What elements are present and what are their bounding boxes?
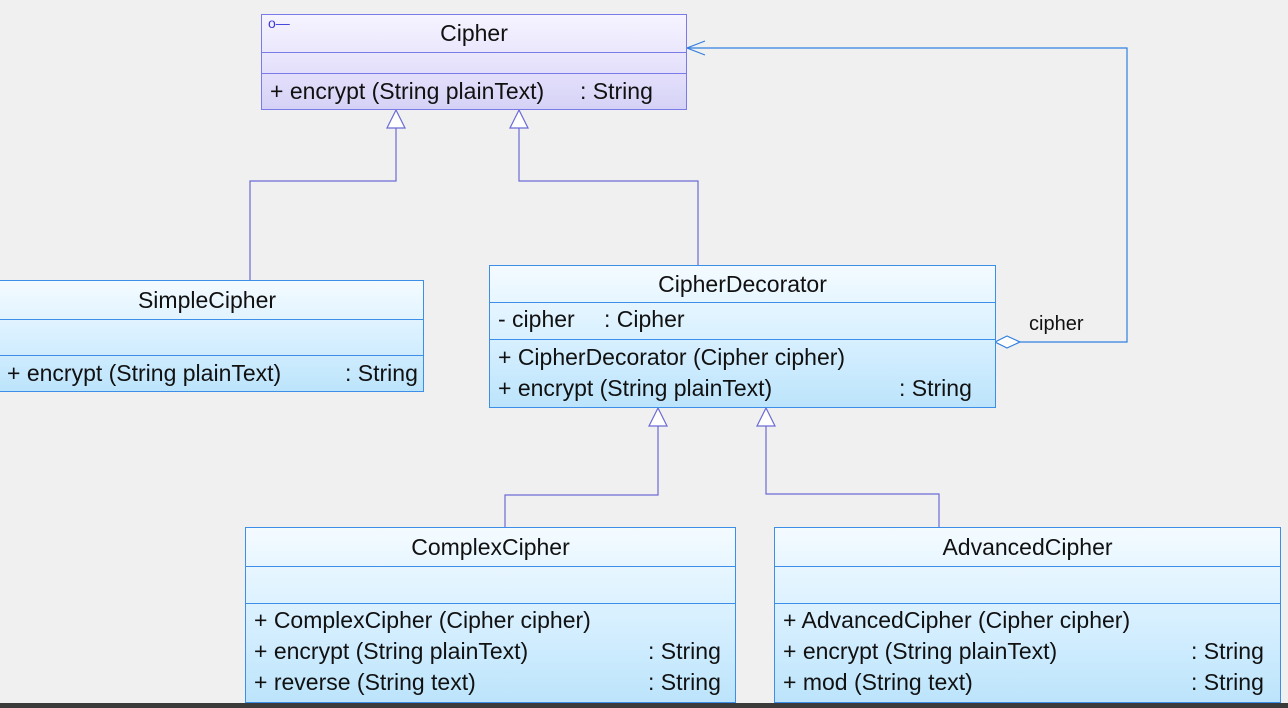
operation-row: + encrypt (String plainText) : String (7, 358, 423, 389)
operation-signature: + encrypt (String plainText) (254, 638, 529, 664)
operation-signature: + ComplexCipher (Cipher cipher) (254, 607, 591, 633)
class-header: CipherDecorator (490, 266, 995, 302)
operation-signature: + mod (String text) (783, 669, 973, 695)
operation-return-type: : String (899, 375, 972, 401)
class-name: CipherDecorator (658, 271, 827, 297)
class-name: ComplexCipher (411, 534, 570, 560)
class-box-complexcipher[interactable]: ComplexCipher + ComplexCipher (Cipher ci… (245, 527, 736, 703)
operation-return-type: : String (648, 638, 721, 664)
class-header: SimpleCipher (0, 281, 423, 319)
operations-compartment: + ComplexCipher (Cipher cipher) + encryp… (246, 603, 735, 702)
association-role-label: cipher (1029, 313, 1084, 335)
generalization-line-advancedcipher (765, 426, 940, 527)
generalization-line-complexcipher (504, 426, 659, 527)
class-header: ComplexCipher (246, 528, 735, 566)
class-name: AdvancedCipher (942, 534, 1113, 560)
realization-arrowhead-cipherdecorator (509, 108, 529, 129)
attributes-compartment (0, 319, 423, 355)
operation-return-type: : String (580, 78, 653, 104)
window-bottom-bar (0, 703, 1288, 708)
operations-compartment: + encrypt (String plainText) : String (262, 73, 686, 109)
operation-row: + AdvancedCipher (Cipher cipher) (783, 605, 1280, 636)
interface-lollipop-icon: o— (268, 15, 290, 31)
class-box-simplecipher[interactable]: SimpleCipher + encrypt (String plainText… (0, 280, 424, 392)
generalization-arrowhead-complexcipher (648, 406, 668, 427)
aggregation-line (687, 47, 1128, 343)
operation-return-type: : String (1191, 669, 1264, 695)
attributes-compartment (246, 566, 735, 603)
operation-return-type: : String (345, 360, 418, 386)
realization-arrowhead-simplecipher (386, 108, 406, 129)
attributes-compartment (775, 566, 1280, 603)
operations-compartment: + AdvancedCipher (Cipher cipher) + encry… (775, 603, 1280, 702)
operations-compartment: + encrypt (String plainText) : String (0, 355, 423, 391)
operation-row: + encrypt (String plainText) : String (498, 373, 995, 404)
realization-line-cipherdecorator (518, 128, 699, 265)
operations-compartment: + CipherDecorator (Cipher cipher) + encr… (490, 339, 995, 407)
operation-row: + reverse (String text) : String (254, 667, 735, 698)
class-name: SimpleCipher (137, 287, 277, 313)
class-box-advancedcipher[interactable]: AdvancedCipher + AdvancedCipher (Cipher … (774, 527, 1281, 703)
operation-signature: + encrypt (String plainText) (7, 360, 282, 386)
operation-row: + encrypt (String plainText) : String (783, 636, 1280, 667)
aggregation-open-arrowhead (685, 40, 706, 56)
attributes-compartment (262, 52, 686, 73)
operation-row: + mod (String text) : String (783, 667, 1280, 698)
realization-line-simplecipher (249, 128, 397, 280)
operation-signature: + encrypt (String plainText) (783, 638, 1058, 664)
operation-row: + encrypt (String plainText) : String (270, 76, 686, 107)
operation-signature: + reverse (String text) (254, 669, 476, 695)
class-box-cipher[interactable]: o— Cipher + encrypt (String plainText) :… (261, 14, 687, 110)
operation-signature: + AdvancedCipher (Cipher cipher) (783, 607, 1131, 633)
class-header: o— Cipher (262, 15, 686, 52)
aggregation-diamond (993, 335, 1022, 349)
operation-signature: + CipherDecorator (Cipher cipher) (498, 344, 846, 370)
operation-return-type: : String (1191, 638, 1264, 664)
attribute-type: : Cipher (604, 306, 685, 332)
operation-row: + encrypt (String plainText) : String (254, 636, 735, 667)
class-box-cipherdecorator[interactable]: CipherDecorator - cipher : Cipher + Ciph… (489, 265, 996, 408)
operation-row: + CipherDecorator (Cipher cipher) (498, 342, 995, 373)
class-header: AdvancedCipher (775, 528, 1280, 566)
attribute-row: - cipher : Cipher (498, 304, 995, 335)
operation-signature: + encrypt (String plainText) (270, 78, 545, 104)
class-name: Cipher (440, 20, 508, 46)
operation-signature: + encrypt (String plainText) (498, 375, 773, 401)
generalization-arrowhead-advancedcipher (756, 406, 776, 427)
attribute-signature: - cipher (498, 306, 575, 332)
operation-return-type: : String (648, 669, 721, 695)
operation-row: + ComplexCipher (Cipher cipher) (254, 605, 735, 636)
attributes-compartment: - cipher : Cipher (490, 302, 995, 339)
